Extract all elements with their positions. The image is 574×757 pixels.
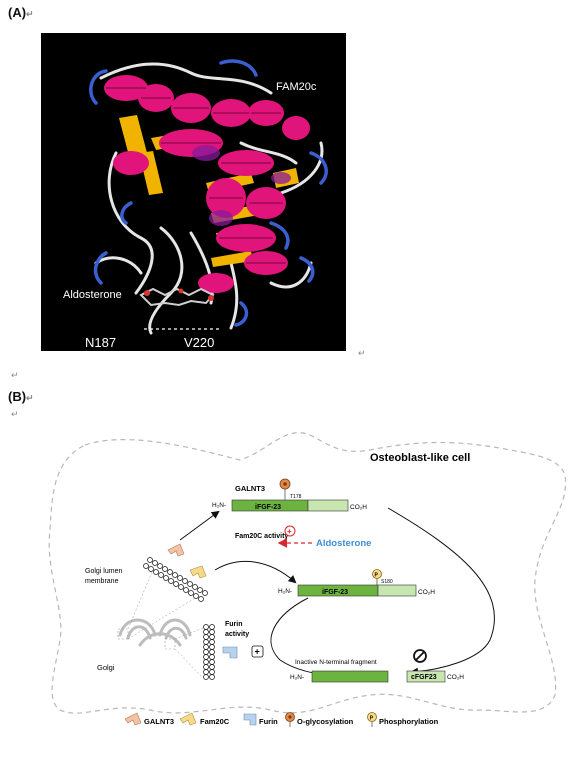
- arrow-to-phosphorylated: [214, 560, 297, 584]
- legend-galnt3-icon: [124, 712, 142, 726]
- legend: GALNT3 Fam20C Furin O-glycosylation P Ph…: [124, 712, 439, 727]
- co2h-middle: CO₂H: [418, 589, 435, 596]
- co2h-bottom: CO₂H: [447, 674, 464, 681]
- cfgf23-label: cFGF23: [411, 674, 437, 681]
- plus-furin-icon: [251, 645, 264, 658]
- nh2-bottom: H₂N-: [290, 674, 304, 681]
- furin-activity-label-line2: activity: [225, 631, 249, 638]
- loop-segments: [89, 59, 328, 327]
- return-mark: ↵: [358, 348, 366, 358]
- plus-stimulation-icon: [284, 525, 296, 537]
- co2h-top: CO₂H: [350, 504, 367, 511]
- legend-fam20c-icon: [179, 712, 197, 726]
- residue-v220-label: V220: [184, 335, 214, 350]
- golgi-membrane-bottom: [203, 624, 215, 680]
- fgf23-processing-diagram: Osteoblast-like cell GALNT3 T178 H₂N- iF…: [40, 420, 570, 755]
- fam20c-enzyme-shape: [189, 565, 207, 579]
- t178-label: T178: [290, 494, 302, 500]
- fgf23-top-label: iFGF-23: [255, 504, 281, 511]
- diagram-canvas: Osteoblast-like cell GALNT3 T178 H₂N- iF…: [48, 432, 567, 727]
- inactive-fragment-bar: [311, 670, 389, 683]
- alpha-helices: [104, 75, 310, 293]
- galnt3-enzyme-shape: [167, 543, 185, 557]
- cell-title: Osteoblast-like cell: [370, 452, 470, 464]
- golgi-membrane-label-line2: membrane: [85, 578, 119, 585]
- fam20c-ribbon-model: FAM20c Aldosterone N187 V220: [41, 33, 346, 351]
- inhibit-icon: [413, 649, 427, 663]
- galnt3-top-label: GALNT3: [235, 484, 265, 493]
- legend-furin-icon: [243, 713, 257, 726]
- furin-enzyme-shape: [222, 646, 238, 659]
- fgf23-middle-light: [377, 584, 417, 597]
- return-mark: ↵: [11, 370, 19, 380]
- aldosterone-label: Aldosterone: [316, 538, 371, 549]
- fam20c-activity-label: Fam20C activity: [235, 533, 288, 540]
- fgf23-middle-label: iFGF-23: [322, 589, 348, 596]
- svg-text:P: P: [370, 716, 374, 722]
- legend-galnt3: GALNT3: [144, 717, 174, 726]
- svg-text:+: +: [287, 527, 292, 536]
- golgi-label: Golgi: [97, 663, 115, 672]
- cleavage-arrow: [270, 597, 309, 661]
- golgi-zoom-box-2: [164, 638, 176, 650]
- legend-oglyco: O-glycosylation: [297, 717, 354, 726]
- legend-phospho: Phosphorylation: [379, 717, 439, 726]
- aldosterone-structure-label: Aldosterone: [63, 289, 122, 301]
- golgi-zoom-box-1: [117, 628, 129, 640]
- nh2-top: H₂N-: [212, 502, 226, 509]
- s180-label: S180: [381, 579, 393, 585]
- golgi-membrane-top: [143, 557, 208, 602]
- legend-furin: Furin: [259, 717, 278, 726]
- fgf23-top-light: [307, 499, 349, 512]
- panel-a-label: (A)↵: [8, 5, 34, 20]
- cfgf23-bar: [406, 670, 446, 683]
- svg-text:+: +: [255, 647, 260, 657]
- residue-n187-label: N187: [85, 335, 116, 350]
- nh2-middle: H₂N-: [278, 588, 292, 595]
- furin-activity-label-line1: Furin: [225, 621, 243, 628]
- arrow-to-glycosylated: [179, 510, 220, 541]
- aldosterone-ligand: [139, 287, 215, 307]
- cell-outline: [48, 432, 567, 714]
- protein-structure-image: FAM20c Aldosterone N187 V220: [41, 33, 346, 351]
- arrow-to-cfgf23: [387, 507, 495, 676]
- golgi-apparatus: [118, 618, 192, 647]
- fam20c-structure-label: FAM20c: [276, 81, 317, 93]
- golgi-membrane-label-line1: Golgi lumen: [85, 568, 122, 575]
- inactive-fragment-label: Inactive N-terminal fragment: [295, 659, 377, 666]
- phosphorylation-marker: [372, 569, 382, 579]
- svg-text:P: P: [375, 573, 379, 579]
- return-mark: ↵: [11, 409, 19, 419]
- legend-fam20c: Fam20C: [200, 717, 230, 726]
- legend-phospho-icon: [367, 712, 377, 722]
- panel-b-label: (B)↵: [8, 389, 34, 404]
